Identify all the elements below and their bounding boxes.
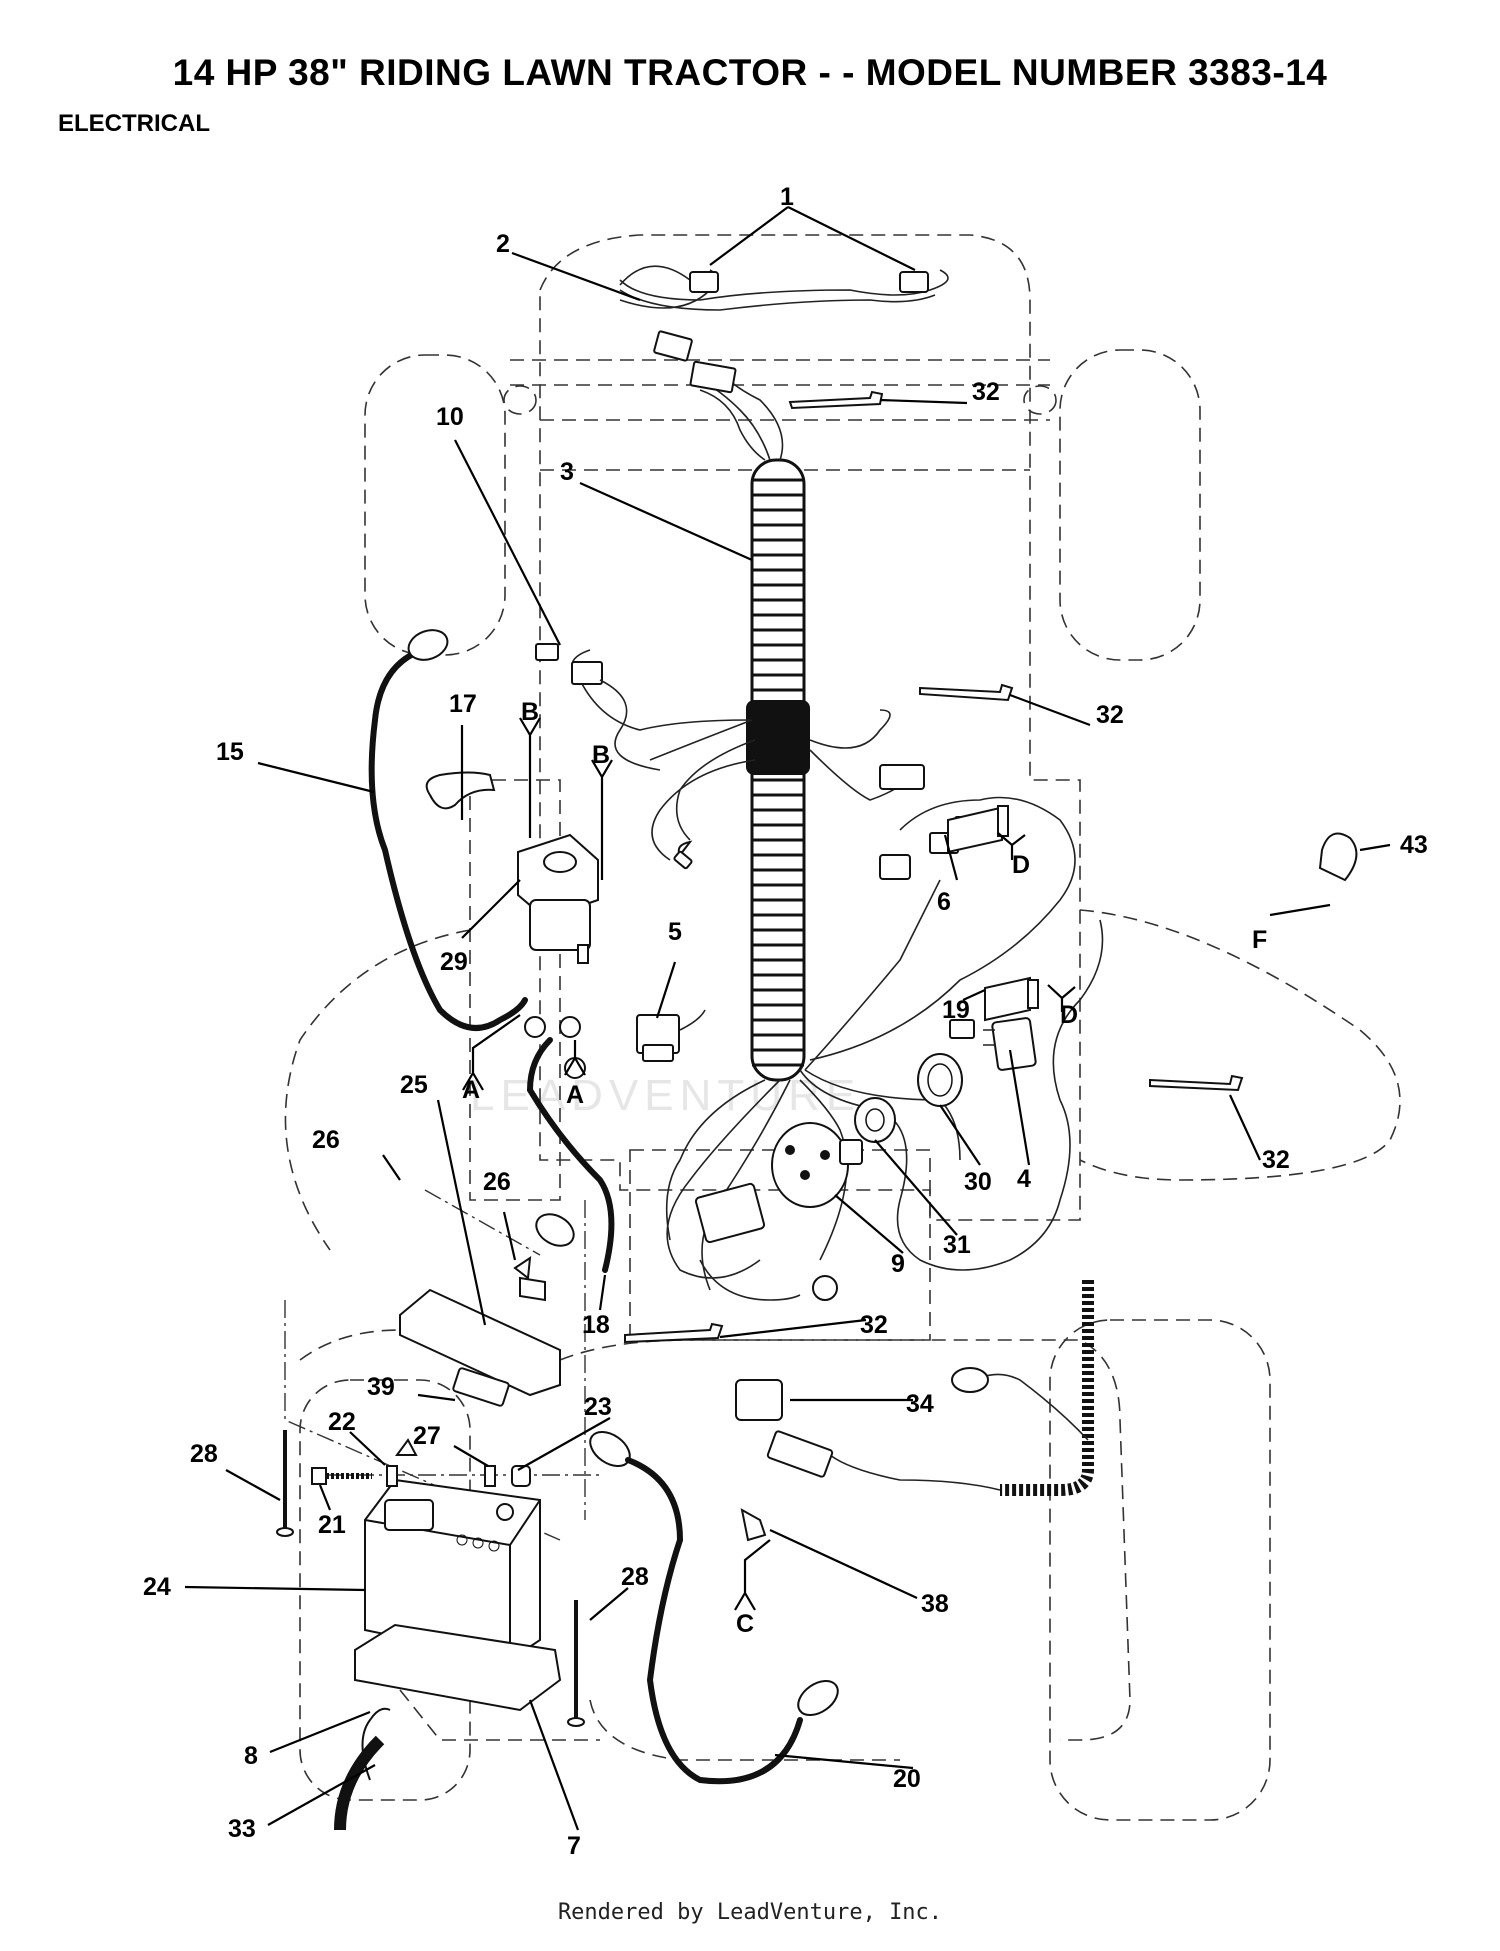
callout-21: 21 xyxy=(318,1511,346,1539)
callout-32c: 32 xyxy=(1262,1146,1290,1174)
callout-31: 31 xyxy=(943,1231,971,1259)
callout-8: 8 xyxy=(244,1742,258,1770)
letter-b-1: B xyxy=(521,698,539,726)
callout-29: 29 xyxy=(440,948,468,976)
section-label: ELECTRICAL xyxy=(58,110,210,137)
headlight-harness xyxy=(619,265,949,461)
connection-letter-labels: B B A A C D D F xyxy=(462,698,1267,1638)
callout-20: 20 xyxy=(893,1765,921,1793)
battery-cable-lower xyxy=(589,1430,839,1785)
callout-32a: 32 xyxy=(972,378,1000,406)
callout-17: 17 xyxy=(449,690,477,718)
letter-c: C xyxy=(736,1610,754,1638)
letter-a-1: A xyxy=(462,1076,480,1104)
footer-credit: Rendered by LeadVenture, Inc. xyxy=(557,1900,943,1925)
callout-28b: 28 xyxy=(621,1563,649,1591)
starter-solenoid xyxy=(425,771,599,1079)
callout-2: 2 xyxy=(496,230,510,258)
diagram-title: 14 HP 38" RIDING LAWN TRACTOR - - MODEL … xyxy=(172,52,1328,93)
letter-b-2: B xyxy=(592,741,610,769)
callout-numbers: 1 2 3 4 5 6 7 8 9 10 15 17 18 19 20 21 2… xyxy=(143,183,1428,1860)
callout-26a: 26 xyxy=(312,1126,340,1154)
letter-d-1: D xyxy=(1012,851,1030,879)
leader-lines xyxy=(184,206,1391,1831)
callout-7: 7 xyxy=(567,1832,581,1860)
ground-terminal xyxy=(740,1508,767,1542)
callout-30: 30 xyxy=(964,1168,992,1196)
callout-38: 38 xyxy=(921,1590,949,1618)
relay xyxy=(983,1017,1037,1071)
nut-and-washer xyxy=(854,1053,963,1143)
cable-ties xyxy=(624,390,1244,1344)
callout-10: 10 xyxy=(436,403,464,431)
connection-marks xyxy=(462,717,1076,1611)
callout-9: 9 xyxy=(891,1250,905,1278)
callout-28a: 28 xyxy=(190,1440,218,1468)
callout-22: 22 xyxy=(328,1408,356,1436)
callout-34: 34 xyxy=(906,1390,934,1418)
callout-15: 15 xyxy=(216,738,244,766)
callout-19: 19 xyxy=(942,996,970,1024)
interlock-switches xyxy=(947,805,1039,1022)
tractor-outline xyxy=(284,234,1401,1821)
letter-f: F xyxy=(1252,926,1267,954)
callout-1: 1 xyxy=(780,183,794,211)
ignition-switch xyxy=(694,1122,863,1301)
coil-cord xyxy=(735,1280,1094,1496)
letter-a-2: A xyxy=(566,1081,584,1109)
callout-24: 24 xyxy=(143,1573,171,1601)
battery-hardware xyxy=(276,832,1358,1727)
callout-27: 27 xyxy=(413,1422,441,1450)
battery-assembly xyxy=(334,1288,562,1831)
callout-5: 5 xyxy=(668,918,682,946)
callout-32d: 32 xyxy=(860,1311,888,1339)
callout-25: 25 xyxy=(400,1071,428,1099)
callout-32b: 32 xyxy=(1096,701,1124,729)
callout-23: 23 xyxy=(584,1393,612,1421)
callout-43: 43 xyxy=(1400,831,1428,859)
letter-d-2: D xyxy=(1060,1001,1078,1029)
callout-3: 3 xyxy=(560,458,574,486)
callout-18: 18 xyxy=(582,1311,610,1339)
callout-4: 4 xyxy=(1017,1165,1031,1193)
callout-26b: 26 xyxy=(483,1168,511,1196)
callout-39: 39 xyxy=(367,1373,395,1401)
wiring-harness-loom xyxy=(571,369,1104,1291)
callout-6: 6 xyxy=(937,888,951,916)
rocker-switch xyxy=(636,1009,706,1062)
callout-33: 33 xyxy=(228,1815,256,1843)
battery-cables-upper xyxy=(368,629,615,1273)
